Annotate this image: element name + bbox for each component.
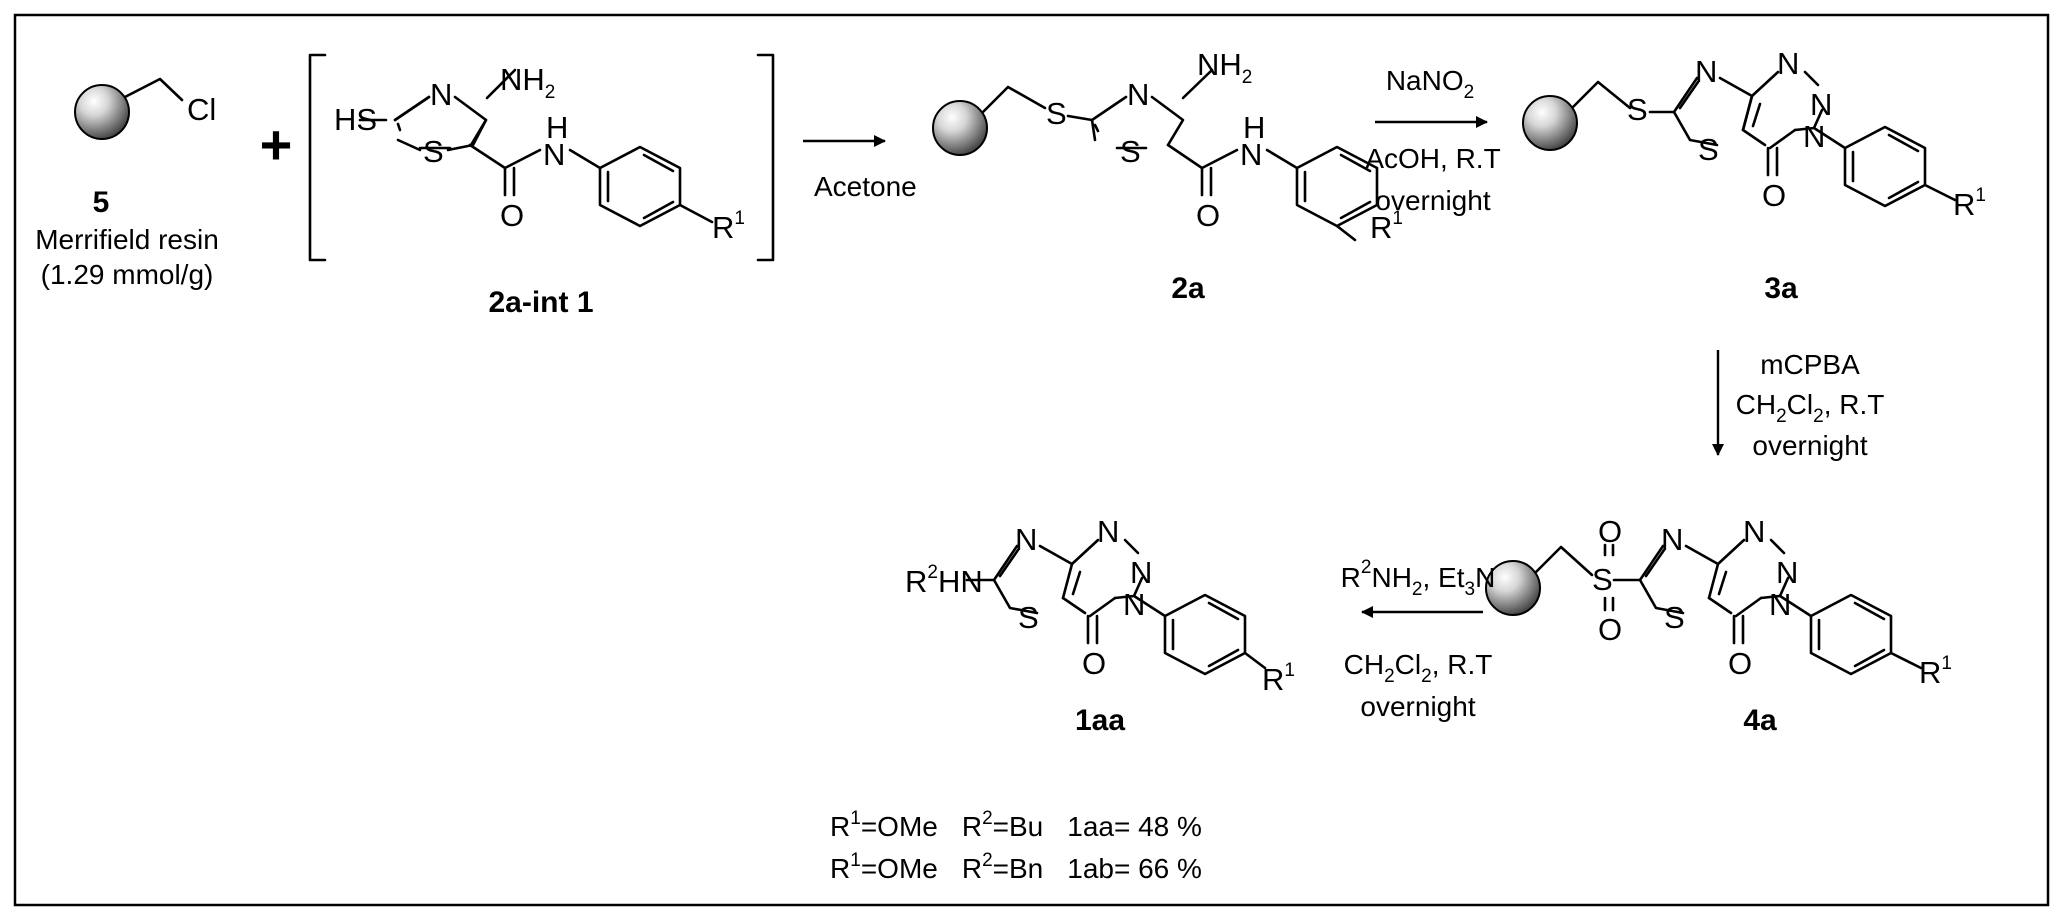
condition-step2-line2: AcOH, R.T [1365,143,1500,174]
triazine-n2-atom: N [1810,87,1832,122]
thiazole-s-atom: S [1664,600,1685,635]
condition-step3-line3: overnight [1752,430,1867,461]
amide-h-atom: H [546,110,568,145]
r1-substituent: R1 [712,208,745,245]
left-bracket [308,53,327,262]
condition-step3-line2: CH2Cl2, R.T [1736,389,1885,427]
compound-4a-label: 4a [1743,704,1777,737]
triazine-n3-atom: N [1769,587,1791,622]
resin-bead-icon [1522,95,1578,151]
sulfonyl-o1-atom: O [1598,514,1622,549]
condition-step1: Acetone [814,171,917,202]
triazine-n1-atom: N [1743,514,1765,549]
compound-4a: S O O N S N N N O R1 4a [1485,514,1952,737]
triazine-n3-atom: N [1123,587,1145,622]
merrifield-resin: Cl 5 Merrifield resin (1.29 mmol/g) [35,77,219,290]
carbonyl-o-atom: O [1728,646,1752,681]
plus-sign: + [260,113,293,176]
condition-step4-line3: overnight [1360,691,1475,722]
resin-bead-icon [1485,560,1541,616]
right-bracket [756,53,775,262]
condition-step4-reagent: R2NH2, Et3N [1341,557,1496,600]
carbonyl-o-atom: O [1196,198,1220,233]
compound-3a: S N S N N N O R1 3a [1522,46,1986,305]
thiazole-n-atom: N [1661,522,1683,557]
carbonyl-o-atom: O [1762,178,1786,213]
r1-substituent: R1 [1953,185,1986,222]
condition-step2-reagent: NaNO2 [1386,65,1474,103]
thiazole-n-atom: N [1695,54,1717,89]
sulfonyl-o2-atom: O [1598,612,1622,647]
thiazole-n-atom: N [1015,522,1037,557]
compound-3a-label: 3a [1764,272,1798,305]
thiazole-s-atom: S [1018,600,1039,635]
compound-1aa: R2HN N S N N N O R1 1aa [905,514,1295,737]
compound-1aa-label: 1aa [1075,704,1125,737]
compound-2a: S N S NH2 O H N R1 2a [932,47,1403,305]
amino-label: NH2 [1197,47,1252,88]
thiazole-n-atom: N [1127,77,1149,112]
triazine-n2-atom: N [1130,555,1152,590]
r1-substituent: R1 [1262,660,1295,697]
triazine-n1-atom: N [1777,46,1799,81]
amino-label: NH2 [500,62,555,103]
thiazole-n-atom: N [430,77,452,112]
resin-name: Merrifield resin [35,224,219,255]
thiol-label: HS [334,102,377,137]
r2-amino-label: R2HN [905,562,983,599]
compound-2a-label: 2a [1171,272,1205,305]
arrow-head-2 [1476,116,1488,128]
compound-2a-int-1-label: 2a-int 1 [488,286,593,319]
triazine-n2-atom: N [1776,555,1798,590]
amide-n-atom: N [1240,137,1262,172]
thioether-s-atom: S [1046,96,1067,131]
condition-step2-line3: overnight [1375,185,1490,216]
resin-loading: (1.29 mmol/g) [41,259,214,290]
scheme-frame [13,13,2050,907]
arrow-head-1 [874,135,886,147]
arrow-head-4 [1361,606,1373,618]
triazine-n1-atom: N [1097,514,1119,549]
chloro-atom: Cl [187,92,216,127]
resin-bead-icon [932,100,988,156]
condition-step4-line2: CH2Cl2, R.T [1344,649,1493,687]
carbonyl-o-atom: O [500,198,524,233]
r1-substituent: R1 [1919,653,1952,690]
thiazole-s-atom: S [1120,134,1141,169]
amide-h-atom: H [1243,110,1265,145]
arrow-head-3 [1712,444,1724,456]
triazine-n3-atom: N [1803,119,1825,154]
resin-bead-icon [74,84,130,140]
compound-5-number: 5 [93,186,110,219]
sulfonyl-s-atom: S [1592,562,1613,597]
r1-substituent: R1 [1370,208,1403,245]
amide-n-atom: N [543,137,565,172]
condition-step3-reagent: mCPBA [1760,349,1860,380]
carbonyl-o-atom: O [1082,646,1106,681]
thioether-s-atom: S [1627,92,1648,127]
thiazole-s-atom: S [423,134,444,169]
thiazole-s-atom: S [1698,132,1719,167]
intermediate-2a-int-1: HS N S NH2 O H N R1 2a-int 1 [308,53,775,319]
